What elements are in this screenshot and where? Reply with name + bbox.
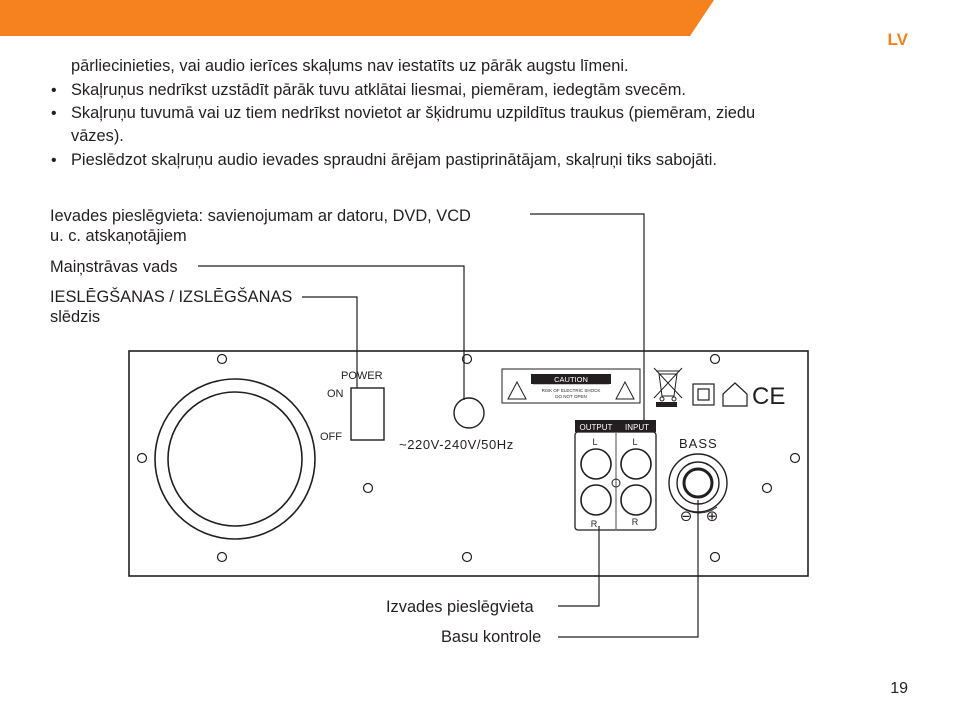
bullet-marker: • bbox=[51, 82, 57, 99]
plus-icon: ⊕ bbox=[706, 508, 719, 525]
double-insulation-icon bbox=[692, 383, 715, 406]
caution-title-bar bbox=[531, 374, 611, 384]
leader-bass bbox=[558, 500, 699, 638]
safety-bullet-3: Pieslēdzot skaļruņu audio ievades spraud… bbox=[71, 151, 717, 169]
language-label: LV bbox=[887, 30, 908, 49]
callout-power-switch-line-2: slēdzis bbox=[50, 308, 101, 326]
off-label: OFF bbox=[320, 431, 342, 443]
bass-port-inner bbox=[167, 391, 303, 527]
io-header-bar bbox=[575, 420, 656, 432]
input-left-jack bbox=[620, 448, 652, 480]
indoor-use-icon bbox=[722, 382, 748, 407]
bass-label: BASS bbox=[679, 436, 718, 451]
caution-label bbox=[501, 368, 641, 404]
voltage-label: ~220V-240V/50Hz bbox=[399, 437, 514, 452]
bass-knob-ring bbox=[676, 461, 720, 505]
callout-input-port: Ievades pieslēgvieta: savienojumam ar da… bbox=[50, 207, 471, 225]
callout-output-port: Izvades pieslēgvieta bbox=[386, 598, 534, 616]
on-label: ON bbox=[327, 388, 344, 400]
caution-text-2: DO NOT OPEN bbox=[555, 394, 586, 399]
callout-power-cord: Maiņstrāvas vads bbox=[50, 258, 178, 276]
safety-bullet-2-line-2: vāzes). bbox=[71, 127, 124, 145]
bullet-marker: • bbox=[51, 152, 57, 169]
warning-triangle-icon bbox=[615, 380, 635, 400]
leader-power-cord bbox=[198, 265, 465, 400]
page-number: 19 bbox=[890, 680, 908, 697]
right-channel-label: R bbox=[591, 519, 598, 529]
safety-bullet-1: Skaļruņus nedrīkst uzstādīt pārāk tuvu a… bbox=[71, 81, 686, 99]
bass-port-outer bbox=[154, 378, 316, 540]
bass-knob-outer bbox=[668, 453, 728, 513]
bass-knob bbox=[682, 467, 714, 499]
power-switch bbox=[350, 387, 385, 441]
warning-triangle-icon bbox=[507, 380, 527, 400]
rear-panel bbox=[128, 350, 809, 577]
leader-power-switch bbox=[302, 296, 358, 388]
callout-input-port-line-2: u. c. atskaņotājiem bbox=[50, 227, 187, 245]
input-right-jack bbox=[620, 484, 652, 516]
minus-icon: ⊖ bbox=[680, 508, 693, 525]
power-cord-grommet bbox=[453, 397, 485, 429]
input-label: INPUT bbox=[625, 423, 649, 432]
left-channel-label: L bbox=[592, 437, 597, 447]
output-left-jack bbox=[580, 448, 612, 480]
ce-mark-icon: CE bbox=[752, 383, 785, 410]
weee-bin-icon bbox=[653, 367, 683, 402]
left-channel-label: L bbox=[632, 437, 637, 447]
io-panel bbox=[574, 431, 657, 531]
bullet-marker: • bbox=[51, 105, 57, 122]
header-band bbox=[0, 0, 714, 36]
output-label: OUTPUT bbox=[580, 423, 613, 432]
power-label: POWER bbox=[341, 370, 383, 382]
caution-title: CAUTION bbox=[554, 375, 588, 384]
output-right-jack bbox=[580, 484, 612, 516]
callout-power-switch: IESLĒGŠANAS / IZSLĒGŠANAS bbox=[50, 288, 293, 306]
screw-icons bbox=[136, 353, 801, 563]
safety-bullet-2-line-1: Skaļruņu tuvumā vai uz tiem nedrīkst nov… bbox=[71, 104, 756, 122]
right-channel-label: R bbox=[632, 517, 639, 527]
callout-bass-control: Basu kontrole bbox=[441, 628, 542, 646]
caution-text-1: RISK OF ELECTRIC SHOCK bbox=[542, 388, 601, 393]
safety-continuation: pārliecinieties, vai audio ierīces skaļu… bbox=[71, 57, 629, 75]
leader-output bbox=[558, 526, 600, 607]
leader-input bbox=[530, 213, 645, 430]
